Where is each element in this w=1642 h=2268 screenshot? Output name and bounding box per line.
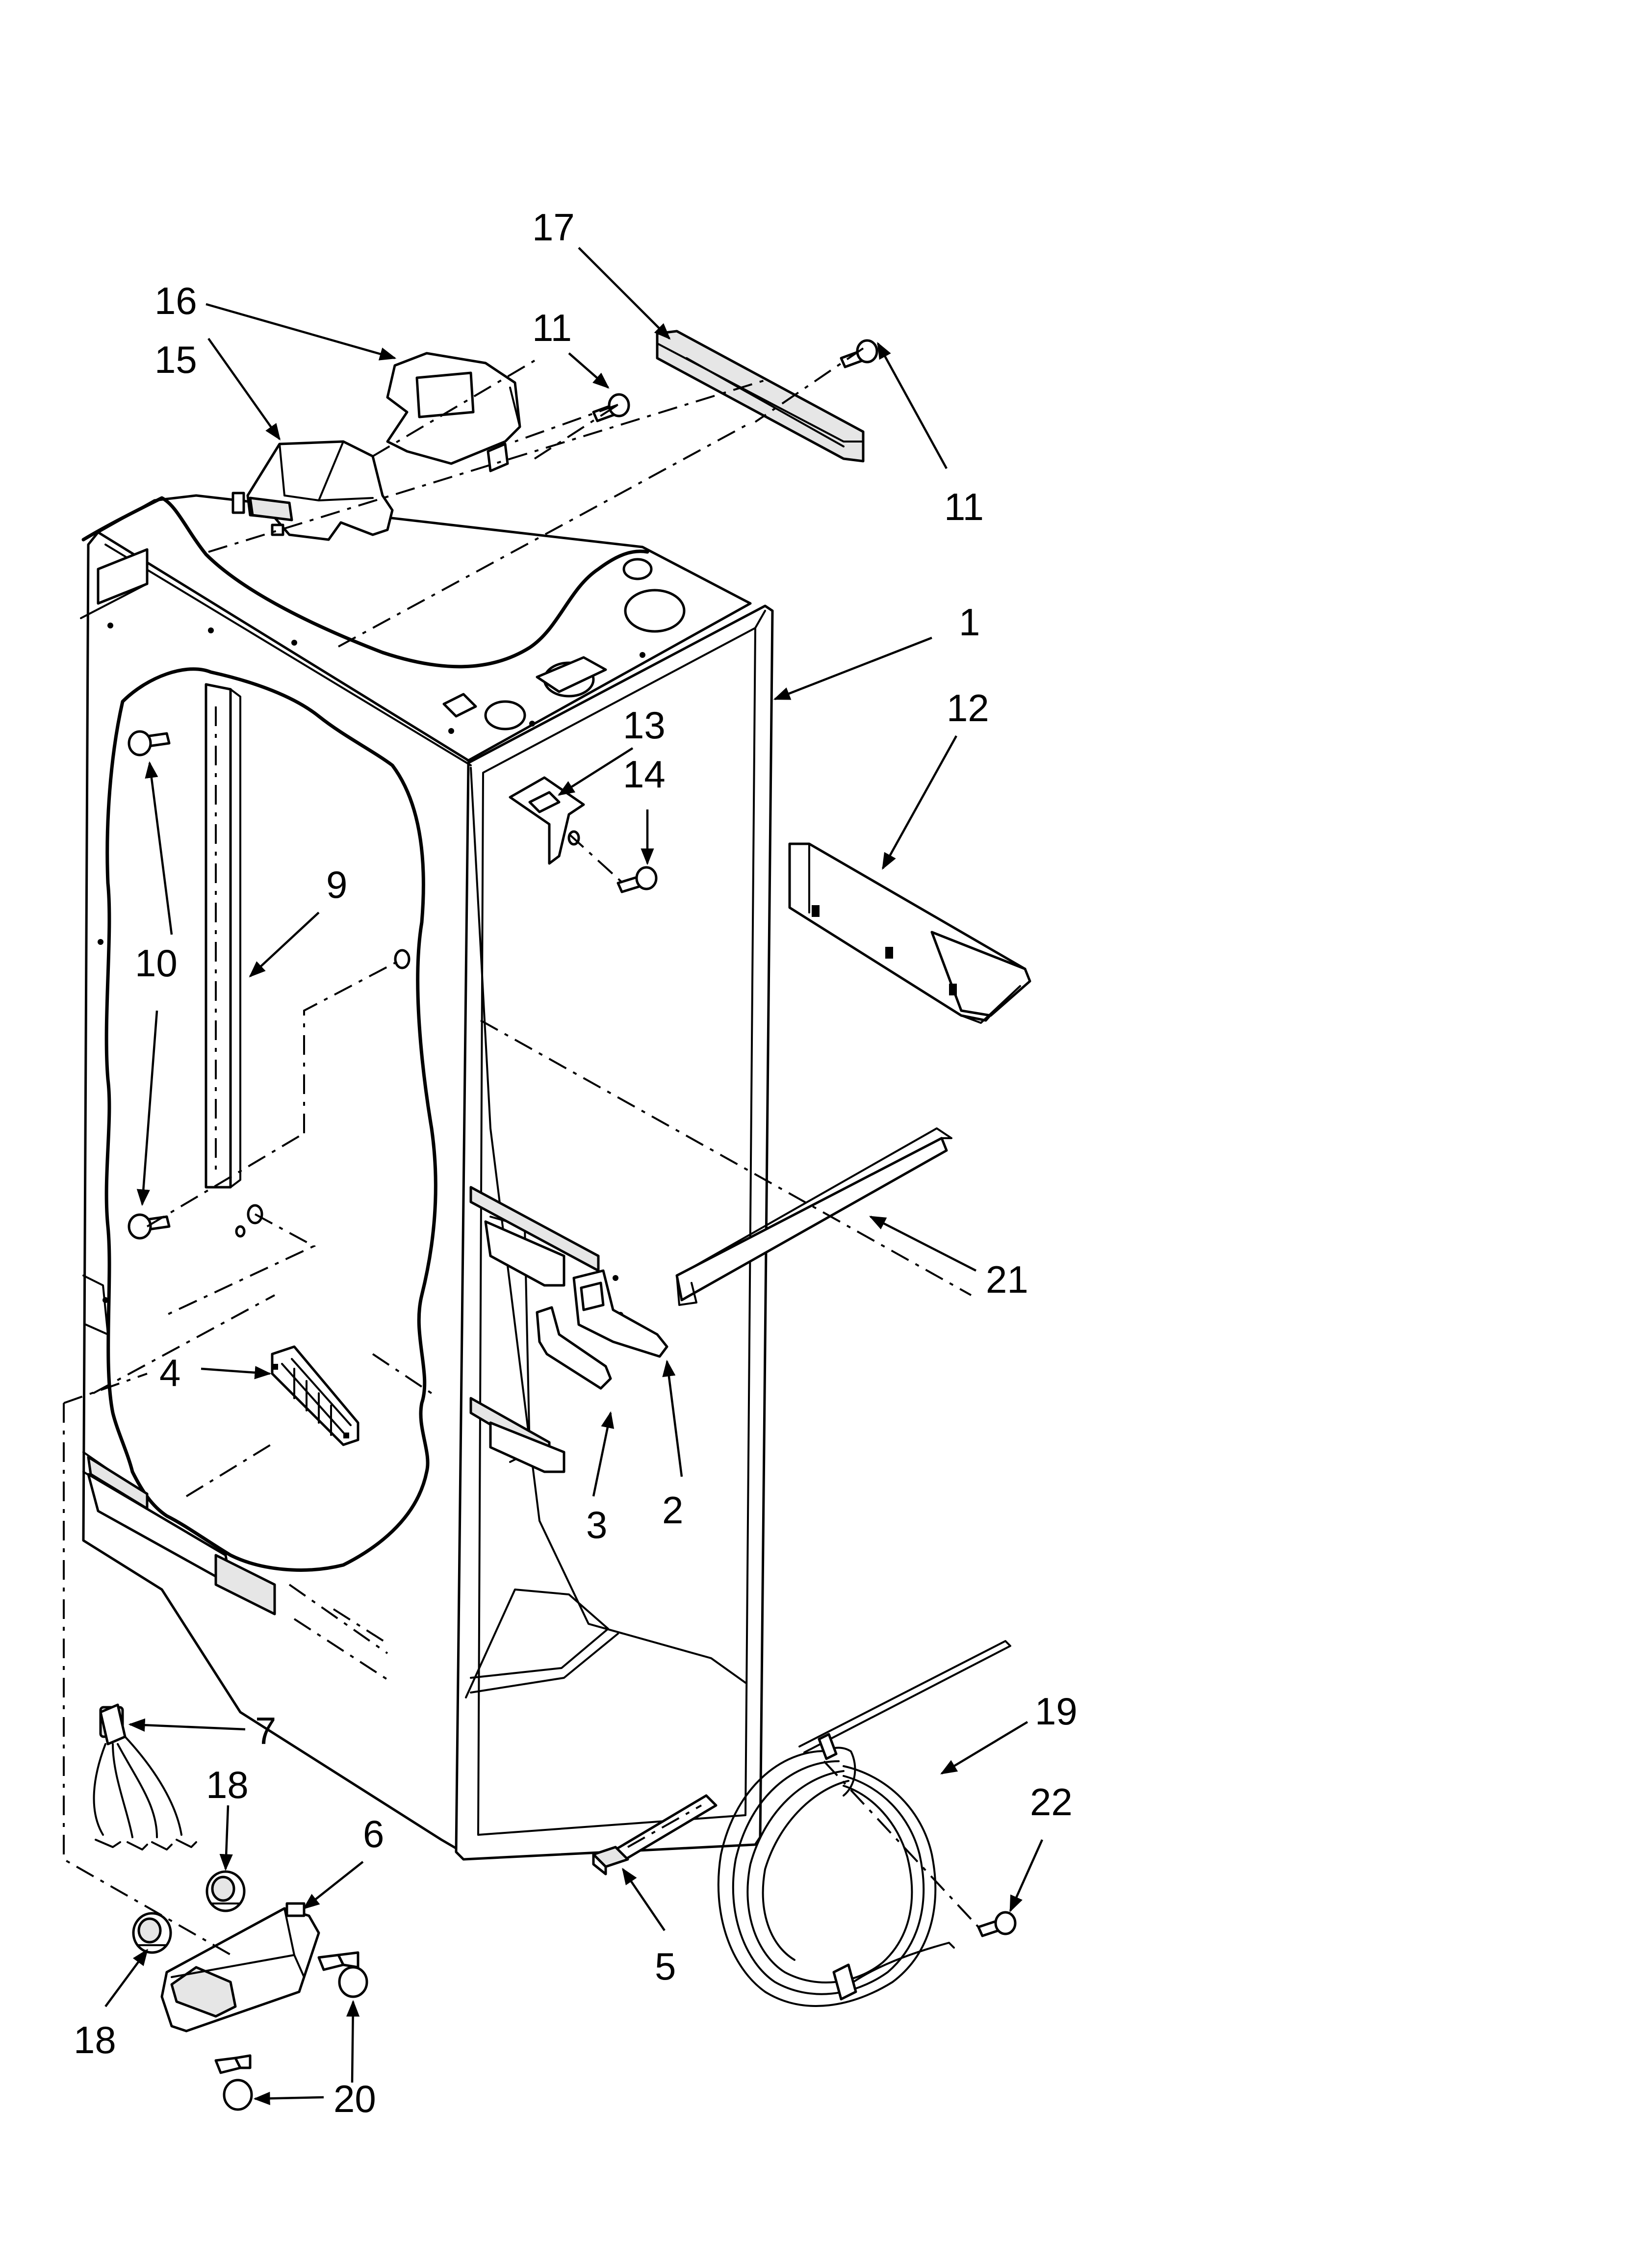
part-7-harness xyxy=(93,1703,197,1851)
callout-22: 22 xyxy=(1030,1780,1073,1824)
callout-20: 20 xyxy=(334,2077,376,2120)
callout-14: 14 xyxy=(623,753,666,796)
part-14-screw xyxy=(616,866,658,893)
part-20-pin-lower xyxy=(214,2054,253,2111)
assembly-lines xyxy=(63,347,979,1958)
part-16-bracket xyxy=(386,352,521,472)
callout-4: 4 xyxy=(159,1351,180,1394)
part-20-pin-upper xyxy=(317,1951,368,1998)
part-2-bracket xyxy=(572,1269,668,1358)
callout-5: 5 xyxy=(655,1945,676,1988)
part-18-cap-upper xyxy=(205,1870,246,1912)
callout-6: 6 xyxy=(363,1812,384,1855)
part-19-tubing-coil xyxy=(717,1640,1011,2007)
part-6-cover xyxy=(160,1902,320,2033)
callout-16: 16 xyxy=(154,279,197,322)
callout-19: 19 xyxy=(1035,1690,1078,1733)
callout-labels: 17 16 11 15 11 1 12 13 14 9 10 21 4 3 2 … xyxy=(74,206,1078,2120)
callout-10: 10 xyxy=(135,941,178,985)
part-22-screw xyxy=(977,1911,1017,1937)
part-5-cable-tie xyxy=(592,1794,718,1876)
part-15-housing xyxy=(231,440,394,541)
shelf-rail-lower xyxy=(469,1397,565,1473)
callout-12: 12 xyxy=(947,686,989,730)
leader-arrows xyxy=(104,247,1044,2105)
callout-3: 3 xyxy=(586,1503,607,1546)
part-12-channel xyxy=(788,842,1031,1024)
part-4-vent xyxy=(271,1345,359,1446)
callout-7: 7 xyxy=(255,1709,276,1752)
part-18-cap-lower xyxy=(132,1912,172,1954)
callout-1: 1 xyxy=(959,600,980,644)
part-10-screw-top xyxy=(128,730,171,756)
callout-11-top: 11 xyxy=(532,306,572,349)
callout-13: 13 xyxy=(623,704,666,747)
cabinet-liner xyxy=(80,494,774,1861)
part-17-trim-strip xyxy=(656,330,865,463)
callout-18-upper: 18 xyxy=(206,1763,249,1806)
callout-2: 2 xyxy=(662,1488,683,1532)
part-11-screw-right xyxy=(840,339,878,368)
part-10-screw-bottom xyxy=(128,1213,171,1240)
part-3-bracket xyxy=(536,1306,612,1390)
callout-9: 9 xyxy=(326,863,347,906)
callout-18-lower: 18 xyxy=(74,2018,116,2061)
part-9-vertical-rail xyxy=(205,683,241,1189)
callout-21: 21 xyxy=(986,1258,1028,1301)
callout-11-right: 11 xyxy=(944,485,984,528)
callout-15: 15 xyxy=(154,338,197,381)
callout-17: 17 xyxy=(532,206,575,249)
part-21-bar xyxy=(675,1127,952,1306)
